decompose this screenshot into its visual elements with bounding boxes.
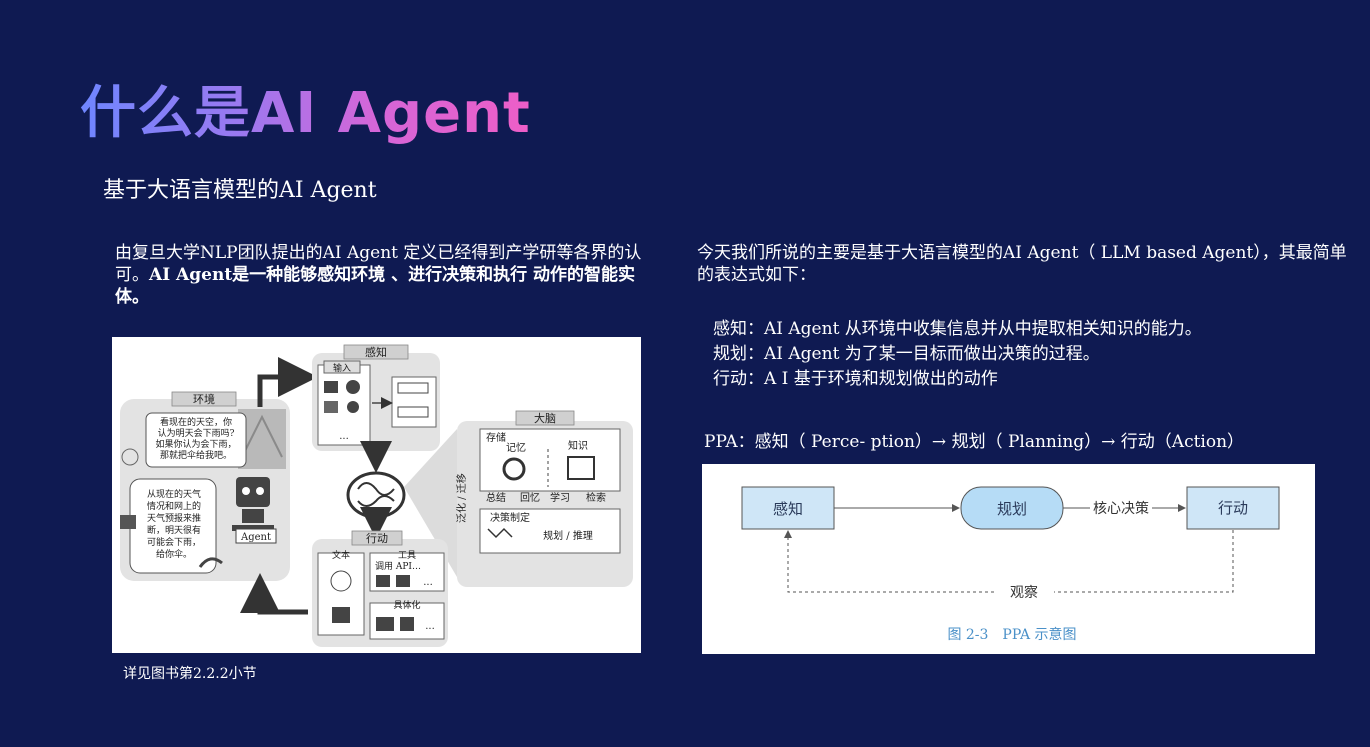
book-icon (567, 456, 595, 480)
memory-label: 记忆 (506, 441, 526, 454)
storage-label: 存储 (486, 431, 506, 444)
perceive-label: 感知 (773, 500, 803, 518)
brain-icon (346, 471, 406, 519)
env-speech-bubble (145, 412, 247, 468)
act-node (1186, 486, 1280, 530)
memory-icon (502, 457, 526, 481)
robot-icon (232, 477, 274, 531)
umbrella-icon (198, 557, 223, 568)
agent-label: Agent (240, 532, 271, 543)
image-icon (324, 381, 338, 393)
env-bubble-line: 认为明天会下雨吗? (158, 427, 235, 439)
section-subtitle: 基于大语言模型的AI Agent (103, 178, 377, 203)
arm-icon (376, 617, 394, 631)
page-title: 什么是AI Agent (80, 68, 531, 149)
tools-label: 工具 (398, 550, 416, 561)
document-icon (332, 607, 350, 623)
env-bubble-line: 看现在的天空，你 (160, 416, 232, 428)
agent-bubble-line: 天气预报来推 (147, 512, 201, 524)
brain-zoom-cone (404, 429, 457, 577)
generalize-label: 泛化 / 迁移 (455, 473, 468, 523)
summary-label: 总结 (486, 491, 506, 504)
agent-bubble-line: 从现在的天气 (147, 488, 201, 500)
environment-panel: 环境 看现在的天空，你 认为明天会下雨吗? 如果你认为会下雨， 那就把伞给我吧。… (120, 391, 290, 581)
definition-intro: 由复旦大学NLP团队提出的AI Agent 定义已经得到产学研等各界的认可。 (115, 243, 642, 285)
ppa-formula: PPA：感知（ Perce- ption）→ 规划（ Planning）→ 行动… (704, 432, 1245, 452)
core-decision-label: 核心决策 (1093, 500, 1149, 517)
llm-agent-paragraph: 今天我们所说的主要是基于大语言模型的AI Agent（ LLM based Ag… (697, 243, 1347, 285)
action-label: 行动 (366, 532, 388, 545)
decision-label: 决策制定 (490, 511, 530, 524)
embedding-icon (397, 382, 429, 394)
text-network-icon (330, 570, 352, 592)
more-inputs: ... (339, 431, 349, 442)
more-tools: ... (423, 577, 433, 588)
api-label: 调用 API… (375, 561, 421, 572)
ppa-diagram: 感知 规划 核心决策 行动 观察 图 2-3 PPA 示意图 (702, 464, 1315, 654)
env-bubble-line: 那就把伞给我吧。 (160, 449, 232, 461)
retrieve-label: 检索 (586, 491, 606, 504)
reference-note: 详见图书第2.2.2小节 (123, 666, 257, 682)
observe-line-right (1054, 530, 1234, 593)
knowledge-label: 知识 (568, 439, 588, 452)
observe-label: 观察 (1010, 584, 1038, 601)
perception-label: 感知 (365, 345, 387, 359)
perceive-node (741, 486, 835, 530)
calendar-icon (120, 515, 136, 529)
agent-bubble-line: 情况和网上的 (147, 500, 201, 512)
perception-panel: 感知 输入 ... (312, 344, 440, 451)
text-label: 文本 (332, 549, 350, 561)
agent-bubble-line: 断，明天很有 (147, 524, 201, 536)
audio-icon (346, 380, 360, 394)
plan-label: 规划 (997, 500, 1027, 518)
browser-icon (376, 575, 390, 587)
input-label: 输入 (333, 362, 351, 374)
person-input-icon (347, 401, 359, 413)
embedding-icon (397, 406, 429, 418)
definition-paragraph: 由复旦大学NLP团队提出的AI Agent 定义已经得到产学研等各界的认可。AI… (115, 242, 645, 308)
agent-bubble-line: 可能会下雨， (147, 536, 201, 548)
recall-label: 回忆 (520, 491, 540, 504)
learn-label: 学习 (550, 491, 570, 504)
to-environment-arrow (240, 573, 308, 615)
calculator-icon (396, 575, 410, 587)
flow-icon (487, 527, 513, 539)
microphone-icon (400, 617, 414, 631)
brain-label: 大脑 (534, 411, 556, 425)
ppa-definition-list: 感知：AI Agent 从环境中收集信息并从中提取相关知识的能力。 规划：AI … (713, 317, 1202, 392)
video-icon (324, 401, 338, 413)
env-label: 环境 (193, 392, 215, 406)
definition-emphasis: AI Agent是一种能够感知环境 、进行决策和执行 动作的智能实体。 (115, 265, 636, 307)
agent-bubble-line: 给你伞。 (156, 548, 192, 560)
list-item-action: 行动：A I 基于环境和规划做出的动作 (713, 369, 998, 389)
brain-panel: 大脑 存储 记忆 知识 总结 回忆 学习 检索 决策制定 规划 / 推理 泛化 … (455, 410, 633, 587)
embodied-label: 具体化 (393, 599, 420, 611)
figure-caption: 图 2-3 PPA 示意图 (947, 626, 1076, 643)
env-bubble-line: 如果你认为会下雨， (155, 438, 236, 450)
agent-framework-diagram: 环境 看现在的天空，你 认为明天会下雨吗? 如果你认为会下雨， 那就把伞给我吧。… (112, 337, 641, 653)
plan-label: 规划 / 推理 (543, 529, 593, 542)
observe-line-left (784, 530, 994, 593)
more-embodied: ... (425, 621, 435, 632)
person-icon (121, 448, 139, 466)
list-item-perception: 感知：AI Agent 从环境中收集信息并从中提取相关知识的能力。 (713, 319, 1202, 339)
act-label: 行动 (1218, 499, 1248, 517)
to-perception-arrow (257, 357, 318, 407)
list-item-planning: 规划：AI Agent 为了某一目标而做出决策的过程。 (713, 344, 1100, 364)
action-panel: 行动 文本 工具 调用 API… ... 具体化 ... (312, 530, 448, 647)
